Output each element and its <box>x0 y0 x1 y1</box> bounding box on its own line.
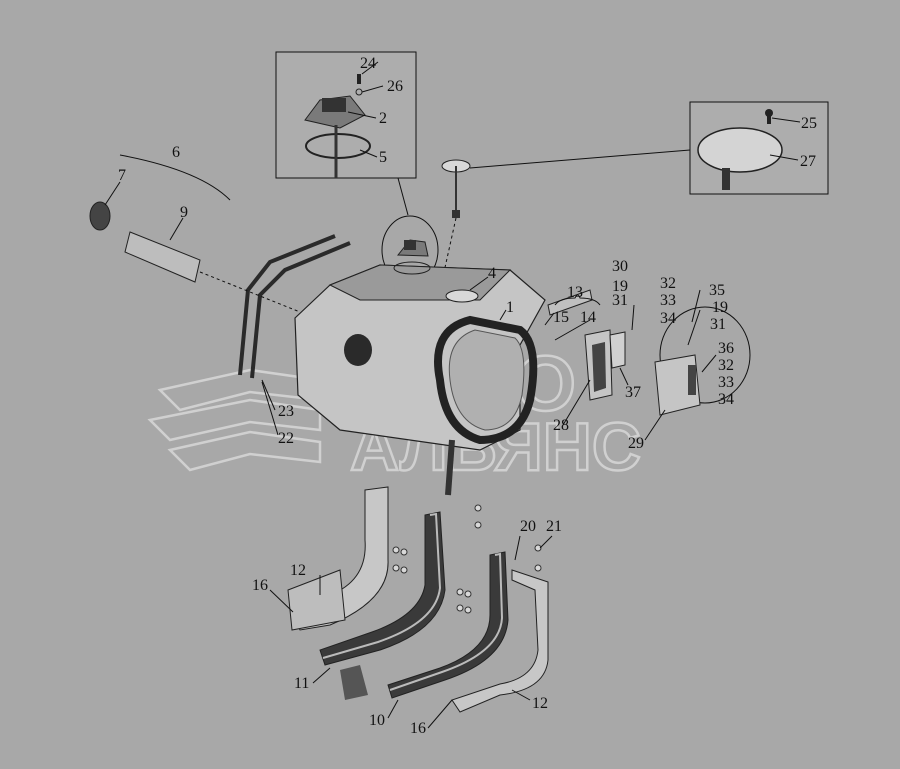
callout-4: 4 <box>488 265 496 282</box>
callout-23: 23 <box>278 403 294 420</box>
callout-16a: 16 <box>252 577 268 594</box>
callout-12b: 12 <box>532 695 548 712</box>
callout-34b: 34 <box>718 391 734 408</box>
callout-30: 30 <box>612 258 628 275</box>
callout-24: 24 <box>360 55 376 72</box>
callout-32b: 32 <box>718 357 734 374</box>
callout-28: 28 <box>553 417 569 434</box>
callout-19b: 19 <box>712 299 728 316</box>
group-leader-35 <box>691 289 701 323</box>
leader-lines <box>104 61 801 729</box>
callout-11: 11 <box>294 675 309 692</box>
callout-15: 15 <box>553 309 569 326</box>
callout-20: 20 <box>520 518 536 535</box>
tank-supports <box>287 486 549 713</box>
callout-13: 13 <box>567 284 583 301</box>
callout-27: 27 <box>800 153 816 170</box>
callout-12a: 12 <box>290 562 306 579</box>
callout-33b: 33 <box>718 374 734 391</box>
inset-sender-cover <box>689 101 829 195</box>
seal-ring <box>445 289 479 303</box>
watermark-logo <box>147 368 322 472</box>
callout-29: 29 <box>628 435 644 452</box>
callout-33a: 33 <box>660 292 676 309</box>
callout-9: 9 <box>180 204 188 221</box>
callout-31b: 31 <box>710 316 726 333</box>
callout-32a: 32 <box>660 275 676 292</box>
group-brace-13 <box>554 294 601 306</box>
callout-5: 5 <box>379 149 387 166</box>
callout-2: 2 <box>379 110 387 127</box>
right-brackets <box>547 289 701 416</box>
callout-26: 26 <box>387 78 403 95</box>
inset-filler-neck <box>275 51 417 179</box>
callout-16b: 16 <box>410 720 426 737</box>
sender-unit <box>439 159 471 291</box>
tank-straps <box>238 234 351 379</box>
callout-22: 22 <box>278 430 294 447</box>
callout-21: 21 <box>546 518 562 535</box>
callout-10: 10 <box>369 712 385 729</box>
callout-34a: 34 <box>660 310 676 327</box>
zoom-circle-bracket <box>659 306 751 404</box>
callouts: 24 26 2 5 25 27 6 7 9 4 1 13 15 14 30 19… <box>118 55 817 737</box>
callout-37: 37 <box>625 384 641 401</box>
callout-6: 6 <box>172 144 180 161</box>
filler-parts <box>89 154 301 313</box>
callout-14: 14 <box>580 309 596 326</box>
callout-1: 1 <box>506 299 514 316</box>
callout-19a: 19 <box>612 278 628 295</box>
callout-25: 25 <box>801 115 817 132</box>
filler-neck <box>393 239 431 275</box>
callout-31a: 31 <box>612 292 628 309</box>
callout-36: 36 <box>718 340 734 357</box>
callout-35: 35 <box>709 282 725 299</box>
callout-7: 7 <box>118 167 126 184</box>
